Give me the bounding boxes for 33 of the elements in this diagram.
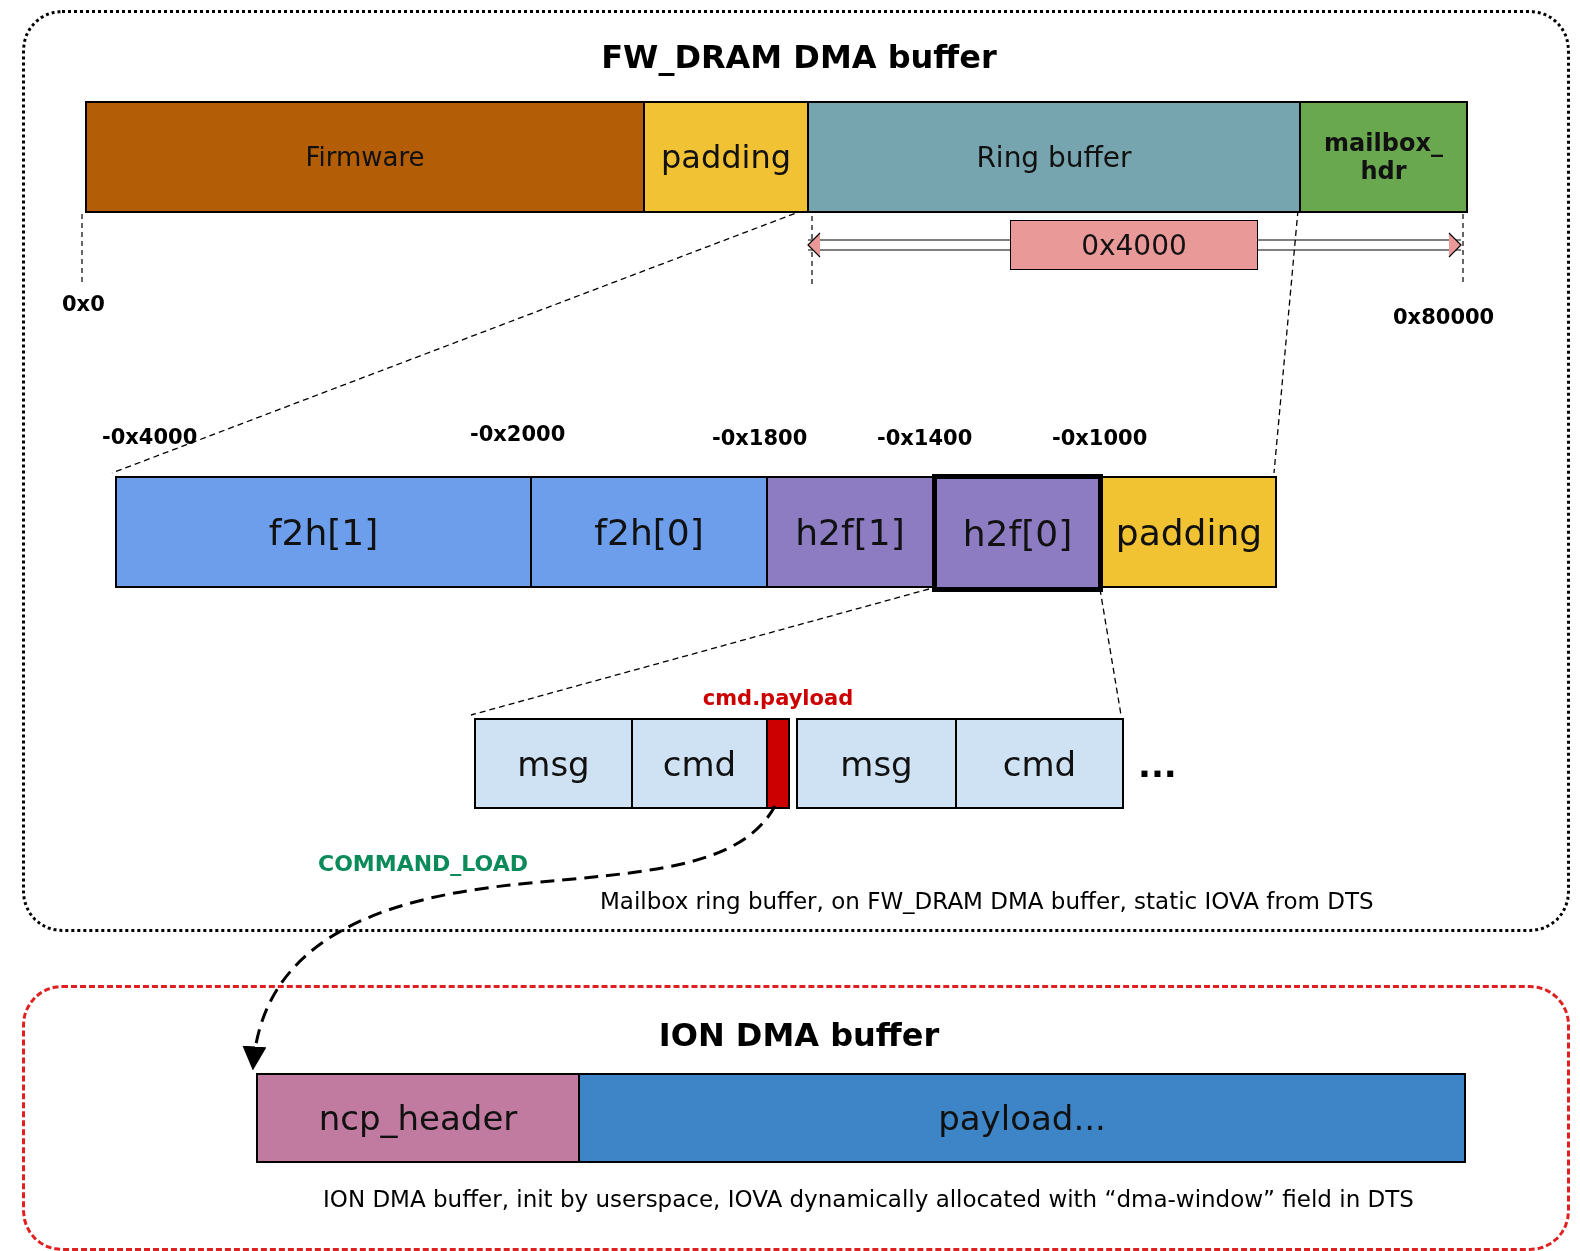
memory-block: cmd: [631, 718, 768, 809]
address-label: -0x4000: [102, 425, 198, 449]
memory-block: cmd: [955, 718, 1124, 809]
address-label: 0x0: [62, 292, 105, 316]
address-label: 0x80000: [1393, 305, 1495, 329]
memory-block: h2f[0]: [932, 474, 1103, 592]
memory-block: ncp_header: [256, 1073, 580, 1163]
address-label: -0x1400: [877, 426, 973, 450]
memory-block: Firmware: [85, 101, 645, 213]
arrow: [244, 805, 777, 1071]
address-label: -0x1000: [1052, 426, 1148, 450]
memory-block: f2h[0]: [530, 476, 768, 588]
address-label: -0x1800: [712, 426, 808, 450]
memory-block: padding: [643, 101, 809, 213]
region-title: FW_DRAM DMA buffer: [600, 38, 998, 76]
memory-block: Ring buffer: [807, 101, 1301, 213]
ellipsis: ...: [1138, 745, 1177, 785]
address-label: -0x2000: [470, 422, 566, 446]
dimension-label: 0x4000: [1010, 220, 1258, 270]
region-caption: Mailbox ring buffer, on FW_DRAM DMA buffer, static IOVA from DTS: [600, 888, 1374, 914]
memory-block: msg: [474, 718, 633, 809]
connector-line: [470, 588, 930, 716]
memory-block: payload...: [578, 1073, 1466, 1163]
region-caption: ION DMA buffer, init by userspace, IOVA dynamically allocated with “dma-window” field in DTS: [323, 1186, 1414, 1212]
memory-block: msg: [796, 718, 957, 809]
buffer-region: [22, 985, 1570, 1251]
memory-block: f2h[1]: [115, 476, 532, 588]
memory-block: padding: [1101, 476, 1277, 588]
region-title: ION DMA buffer: [657, 1016, 941, 1054]
field-label: cmd.payload: [701, 686, 855, 710]
buffer-region: [22, 10, 1570, 932]
memory-block: h2f[1]: [766, 476, 934, 588]
memory-block: mailbox_ hdr: [1299, 101, 1468, 213]
